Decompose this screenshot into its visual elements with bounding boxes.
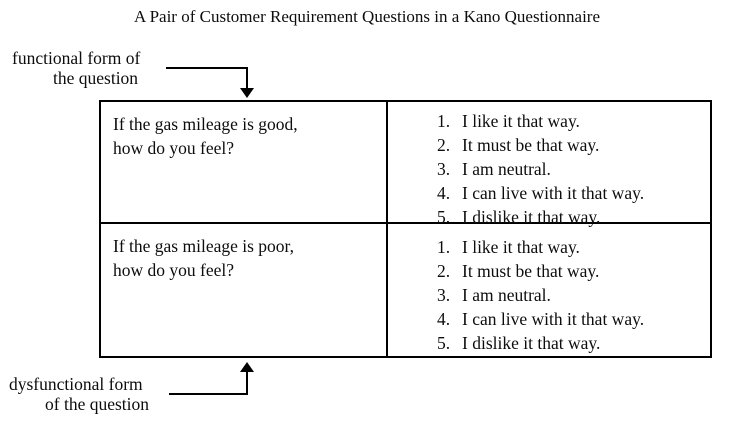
- option-item: 4. I can live with it that way.: [437, 181, 710, 205]
- option-item: 5. I dislike it that way.: [437, 331, 710, 355]
- option-text: I can live with it that way.: [462, 309, 645, 329]
- dysfunctional-form-label: dysfunctional form of the question: [9, 374, 149, 414]
- option-text: I dislike it that way.: [462, 207, 601, 227]
- option-number: 3.: [437, 285, 451, 305]
- dysfunctional-form-label-line1: dysfunctional form: [9, 374, 143, 394]
- functional-question-line1: If the gas mileage is good,: [113, 114, 298, 134]
- option-item: 2. It must be that way.: [437, 133, 710, 157]
- option-number: 2.: [437, 135, 451, 155]
- dysfunctional-question-line1: If the gas mileage is poor,: [113, 236, 295, 256]
- option-number: 1.: [437, 237, 451, 257]
- functional-form-label-line1: functional form of: [12, 48, 141, 68]
- option-text: I like it that way.: [462, 237, 580, 257]
- option-number: 5.: [437, 207, 451, 227]
- option-text: I like it that way.: [462, 111, 580, 131]
- option-item: 4. I can live with it that way.: [437, 307, 710, 331]
- option-number: 2.: [437, 261, 451, 281]
- option-text: I am neutral.: [462, 159, 551, 179]
- functional-arrow: [166, 67, 254, 98]
- functional-question-cell: If the gas mileage is good, how do you f…: [101, 102, 388, 224]
- option-number: 3.: [437, 159, 451, 179]
- option-item: 3. I am neutral.: [437, 157, 710, 181]
- option-text: I am neutral.: [462, 285, 551, 305]
- kano-question-table: If the gas mileage is good, how do you f…: [99, 100, 712, 358]
- functional-form-label-line2: the question: [53, 68, 139, 88]
- dysfunctional-question-cell: If the gas mileage is poor, how do you f…: [101, 224, 388, 356]
- dysfunctional-form-label-line2: of the question: [45, 394, 150, 414]
- option-text: It must be that way.: [462, 135, 600, 155]
- dysfunctional-arrow-up-icon: [240, 362, 254, 372]
- functional-form-label: functional form of the question: [12, 48, 140, 88]
- dysfunctional-arrow-line: [169, 372, 248, 395]
- functional-options-cell: 1. I like it that way. 2. It must be tha…: [388, 102, 710, 227]
- option-number: 5.: [437, 333, 451, 353]
- functional-arrow-line: [166, 67, 248, 89]
- option-text: I can live with it that way.: [462, 183, 645, 203]
- functional-arrow-down-icon: [240, 88, 254, 98]
- option-number: 4.: [437, 183, 451, 203]
- option-text: I dislike it that way.: [462, 333, 601, 353]
- option-number: 1.: [437, 111, 451, 131]
- option-item: 1. I like it that way.: [437, 109, 710, 133]
- option-text: It must be that way.: [462, 261, 600, 281]
- option-item: 1. I like it that way.: [437, 235, 710, 259]
- figure-title: A Pair of Customer Requirement Questions…: [134, 7, 600, 26]
- dysfunctional-question-line2: how do you feel?: [113, 260, 235, 280]
- functional-question-line2: how do you feel?: [113, 138, 235, 158]
- option-item: 3. I am neutral.: [437, 283, 710, 307]
- option-number: 4.: [437, 309, 451, 329]
- option-item: 5. I dislike it that way.: [437, 205, 710, 229]
- option-item: 2. It must be that way.: [437, 259, 710, 283]
- dysfunctional-options-cell: 1. I like it that way. 2. It must be tha…: [388, 224, 710, 356]
- dysfunctional-arrow: [169, 362, 254, 395]
